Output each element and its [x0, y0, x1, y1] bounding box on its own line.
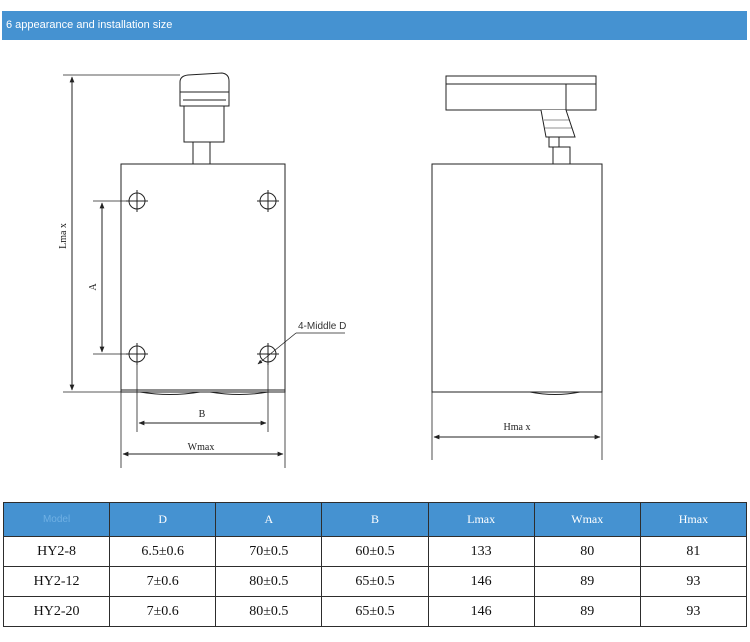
cell-wmax: 89 [533, 596, 641, 627]
cell-lmax: 146 [427, 596, 535, 627]
cell-lmax: 146 [427, 566, 535, 597]
mounting-holes [126, 190, 279, 365]
shaft [192, 141, 211, 165]
table-row: HY2-20 7±0.6 80±0.5 65±0.5 146 89 93 [2, 596, 748, 627]
side-view [431, 75, 603, 460]
table-row: HY2-12 7±0.6 80±0.5 65±0.5 146 89 93 [2, 566, 748, 597]
b-dimension [136, 364, 269, 432]
a-dimension [93, 200, 128, 355]
cell-b: 60±0.5 [321, 536, 429, 567]
side-body [431, 163, 603, 393]
column-header-lmax: Lmax [427, 502, 535, 537]
lmax-dimension [63, 74, 180, 393]
cell-hmax: 93 [639, 566, 748, 597]
column-header-wmax: Wmax [533, 502, 641, 537]
column-header-hmax: Hmax [639, 502, 748, 537]
cell-a: 80±0.5 [215, 596, 323, 627]
cell-wmax: 89 [533, 566, 641, 597]
wmax-label: Wmax [188, 442, 215, 453]
cell-d: 7±0.6 [109, 566, 217, 597]
cell-d: 7±0.6 [109, 596, 217, 627]
cell-b: 65±0.5 [321, 596, 429, 627]
hmax-dimension [431, 392, 603, 460]
cell-model: HY2-12 [2, 566, 111, 597]
cell-wmax: 80 [533, 536, 641, 567]
section-title: 6 appearance and installation size [6, 19, 173, 31]
cell-a: 70±0.5 [215, 536, 323, 567]
wmax-dimension [120, 392, 286, 468]
installation-drawing: Lma x A B Wmax 4-Middle D Hma x [58, 72, 603, 468]
column-header-model: Model [2, 502, 111, 537]
table-row: HY2-8 6.5±0.6 70±0.5 60±0.5 133 80 81 [2, 536, 748, 567]
cell-model: HY2-8 [2, 536, 111, 567]
hole-label: 4-Middle D [298, 321, 346, 332]
column-header-b: B [321, 502, 429, 537]
cell-hmax: 81 [639, 536, 748, 567]
front-view [63, 72, 345, 468]
side-gland [540, 109, 576, 138]
cell-lmax: 133 [427, 536, 535, 567]
side-cap [445, 75, 597, 111]
side-shaft [552, 146, 571, 165]
b-label: B [199, 409, 206, 420]
cell-d: 6.5±0.6 [109, 536, 217, 567]
cell-b: 65±0.5 [321, 566, 429, 597]
lmax-label: Lma x [58, 223, 69, 249]
a-label: A [88, 283, 99, 291]
hole-leader [257, 332, 345, 365]
gland-neck [183, 105, 225, 143]
hmax-label: Hma x [504, 422, 531, 433]
spec-table: Model D A B Lmax Wmax Hmax HY2-8 6.5±0.6… [2, 502, 748, 627]
section-header: 6 appearance and installation size [2, 11, 747, 40]
cell-a: 80±0.5 [215, 566, 323, 597]
column-header-a: A [215, 502, 323, 537]
column-header-d: D [109, 502, 217, 537]
cell-model: HY2-20 [2, 596, 111, 627]
table-header-row: Model D A B Lmax Wmax Hmax [2, 502, 748, 537]
cell-hmax: 93 [639, 596, 748, 627]
cable-gland [179, 72, 230, 107]
